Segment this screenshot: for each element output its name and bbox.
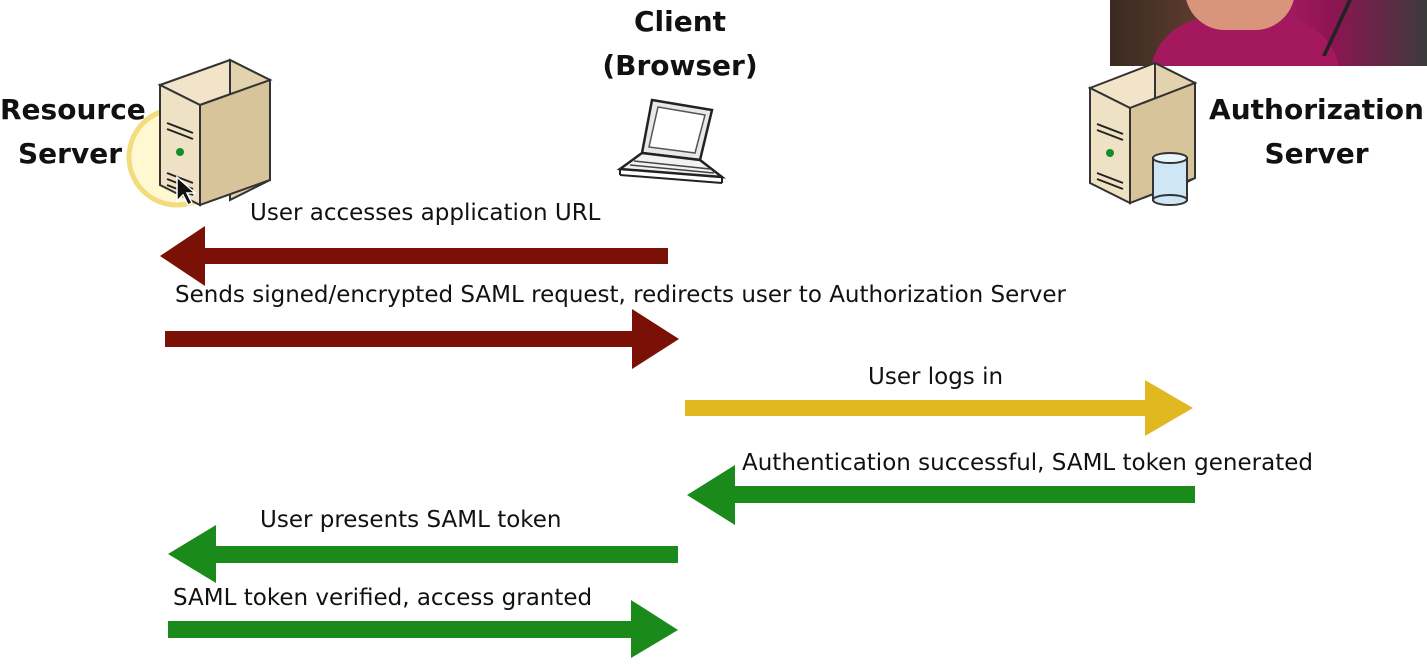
- arrow-authorization-to-client-4: [687, 465, 1195, 525]
- client-label-line2: (Browser): [602, 49, 758, 82]
- message-label-2: Sends signed/encrypted SAML request, red…: [175, 282, 1066, 308]
- arrow-client-to-resource-5: [168, 525, 678, 583]
- message-label-5: User presents SAML token: [260, 507, 562, 533]
- mouse-pointer-icon: [176, 175, 197, 207]
- resource-server-label: Resource Server: [0, 88, 146, 176]
- arrow-client-to-authorization-3: [685, 380, 1193, 436]
- arrow-shape: [685, 380, 1193, 436]
- microphone-stand: [1321, 0, 1423, 56]
- message-label-4: Authentication successful, SAML token ge…: [742, 450, 1313, 476]
- arrow-shape: [168, 600, 678, 658]
- presenter-webcam-overlay: [1110, 0, 1427, 66]
- database-server-icon: [1087, 61, 1198, 206]
- arrow-client-to-resource-1: [160, 226, 668, 286]
- database-icon: [1152, 152, 1188, 206]
- client-label-line1: Client: [633, 5, 727, 38]
- authorization-server-label-line2: Server: [1264, 137, 1369, 170]
- arrow-shape: [160, 226, 668, 286]
- arrow-resource-to-client-6: [168, 600, 678, 658]
- authorization-server-label-line1: Authorization: [1209, 93, 1424, 126]
- client-label: Client (Browser): [590, 0, 770, 88]
- resource-server-label-line2: Server: [17, 137, 122, 170]
- message-label-1: User accesses application URL: [250, 200, 601, 226]
- resource-server-label-line1: Resource: [0, 93, 146, 126]
- message-label-6: SAML token verified, access granted: [173, 585, 593, 611]
- authorization-server-label: Authorization Server: [1206, 88, 1427, 176]
- arrow-shape: [168, 525, 678, 583]
- arrow-resource-to-client-2: [165, 309, 679, 369]
- arrow-shape: [687, 465, 1195, 525]
- laptop-icon: [616, 98, 727, 184]
- server-icon: [126, 58, 273, 208]
- arrow-shape: [165, 309, 679, 369]
- message-label-3: User logs in: [868, 364, 1004, 390]
